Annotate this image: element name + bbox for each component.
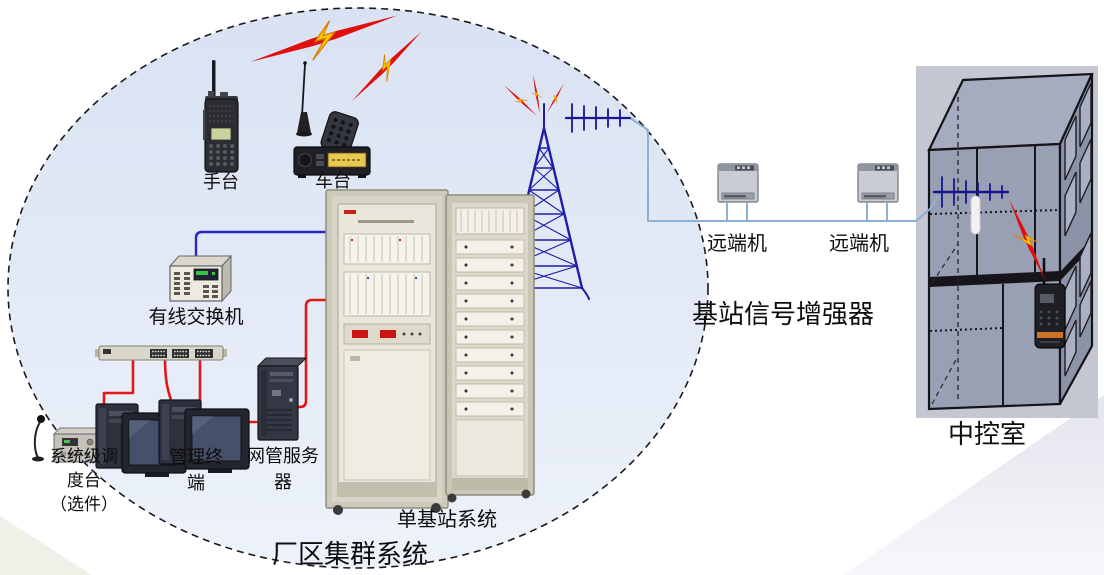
remote-unit-drop-cables xyxy=(726,203,888,221)
remote-unit-icon xyxy=(857,163,899,203)
label-base-station: 单基站系统 xyxy=(397,509,497,531)
label-wired-switch: 有线交换机 xyxy=(148,307,244,328)
remote-unit-icon xyxy=(717,163,759,203)
label-remote-unit-1: 远端机 xyxy=(707,233,767,255)
vehicle-radio-icon xyxy=(293,61,371,178)
yagi-antenna-icon xyxy=(564,103,632,133)
label-booster: 基站信号增强器 xyxy=(691,300,875,329)
corner-decoration-left xyxy=(0,516,92,575)
label-remote-unit-2: 远端机 xyxy=(829,233,889,255)
label-mgmt-terminal: 管理终 端 xyxy=(169,447,223,493)
building-icon xyxy=(916,66,1098,418)
feedline-cable xyxy=(629,117,939,222)
label-handheld: 手台 xyxy=(203,172,239,192)
label-nms-server: 网管服务 器 xyxy=(247,446,319,492)
antenna-tower-icon xyxy=(498,103,590,300)
label-factory-zone: 厂区集群系统 xyxy=(271,540,429,569)
label-control-room: 中控室 xyxy=(947,420,1027,449)
ethernet-hub-icon xyxy=(95,345,227,361)
corner-decoration-right xyxy=(843,395,1104,575)
handheld-radio-icon xyxy=(203,60,239,173)
wired-switch-icon xyxy=(168,254,233,303)
blue-cable xyxy=(194,230,337,262)
label-dispatch-console: 系统级调 度台 （选件） xyxy=(50,447,118,515)
base-station-cabinet-icon xyxy=(325,189,535,515)
server-icon xyxy=(256,357,308,441)
label-mobile: 车台 xyxy=(315,171,351,191)
indoor-radio-icon xyxy=(1034,258,1066,349)
indoor-antenna-icon xyxy=(932,176,1010,235)
